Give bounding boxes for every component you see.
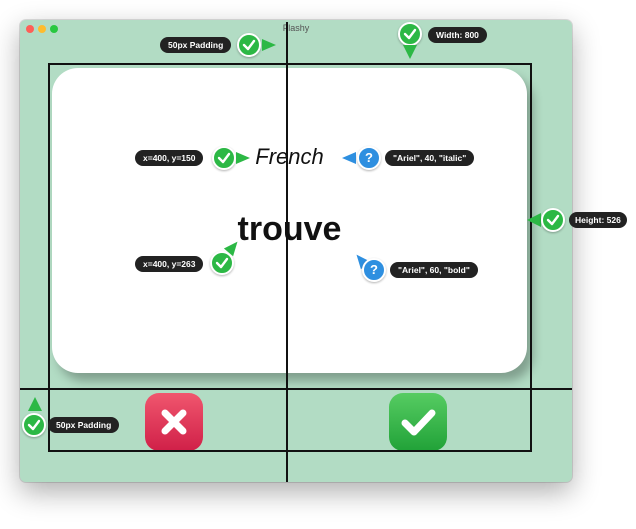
right-button[interactable] — [389, 393, 447, 451]
check-icon — [210, 251, 234, 275]
app-window: Flashy French trouve — [20, 20, 572, 482]
question-icon: ? — [357, 146, 381, 170]
pointer-arrow-icon — [342, 152, 356, 164]
guide-center-line — [286, 22, 288, 482]
card-word-text: trouve — [237, 210, 342, 248]
question-icon: ? — [362, 258, 386, 282]
minimize-window-button[interactable] — [38, 25, 46, 33]
guide-right-line — [530, 63, 532, 452]
guide-left-line — [48, 63, 50, 452]
pointer-arrow-icon — [527, 213, 541, 227]
check-icon — [237, 33, 261, 57]
annotation-category-position-badge: x=400, y=150 — [135, 150, 204, 166]
pointer-arrow-icon — [28, 397, 42, 411]
wrong-button[interactable] — [145, 393, 203, 451]
annotation-category-font-badge: "Ariel", 40, "italic" — [385, 150, 475, 166]
guide-button-row-line — [20, 388, 572, 390]
pointer-arrow-icon — [236, 152, 250, 164]
window-title: Flashy — [282, 23, 310, 33]
pointer-arrow-icon — [403, 45, 417, 59]
card-category-text: French — [255, 144, 324, 169]
annotation-bottom-padding-badge: 50px Padding — [48, 417, 120, 433]
zoom-window-button[interactable] — [50, 25, 58, 33]
annotation-width-badge: Width: 800 — [428, 27, 487, 43]
check-icon — [398, 22, 422, 46]
annotation-word-font-badge: "Ariel", 60, "bold" — [390, 262, 478, 278]
annotation-top-padding-badge: 50px Padding — [160, 37, 232, 53]
check-icon — [212, 146, 236, 170]
x-mark-icon — [161, 409, 187, 435]
pointer-arrow-icon — [262, 39, 276, 51]
check-icon — [22, 413, 46, 437]
guide-bottom-line — [48, 450, 532, 452]
annotation-word-position-badge: x=400, y=263 — [135, 256, 204, 272]
check-icon — [541, 208, 565, 232]
guide-top-line — [48, 63, 532, 65]
annotation-height-badge: Height: 526 — [569, 212, 627, 228]
checkmark-icon — [401, 409, 436, 436]
title-bar: Flashy — [20, 20, 572, 38]
close-window-button[interactable] — [26, 25, 34, 33]
flash-card: French trouve — [52, 68, 527, 373]
